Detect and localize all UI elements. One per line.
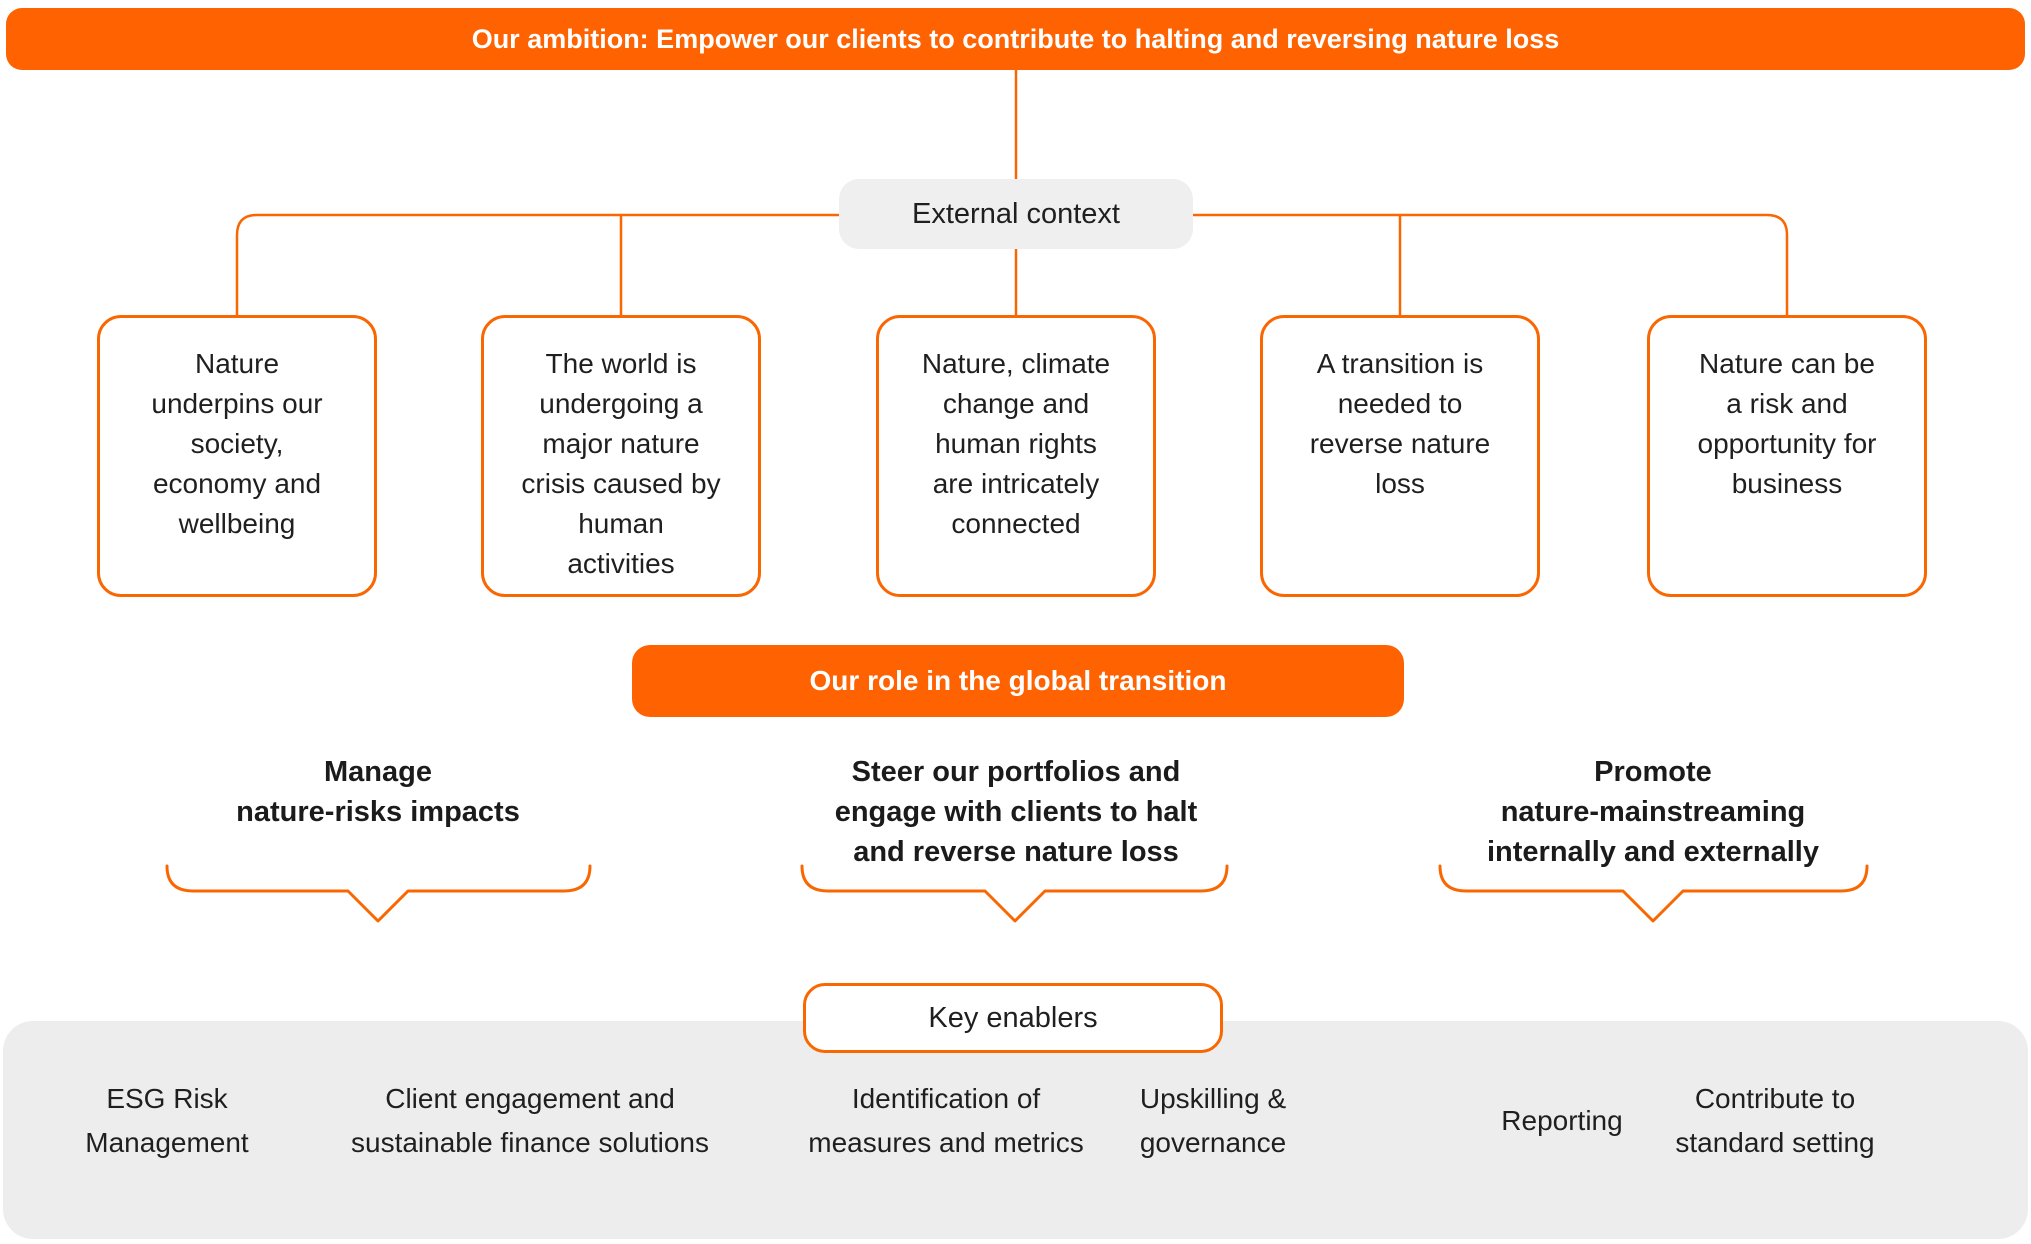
enabler-measures-metrics: Identification of measures and metrics xyxy=(808,1083,1084,1158)
brace-right xyxy=(1438,864,1869,923)
enabler-client-engagement: Client engagement and sustainable financ… xyxy=(350,1083,710,1158)
connector-left-run xyxy=(235,213,841,319)
context-box-transition-needed: A transition is needed to reverse nature… xyxy=(1260,315,1540,597)
role-heading-promote: Promote nature-mainstreaming internally … xyxy=(1486,756,1819,868)
enabler-upskilling-governance: Upskilling & governance xyxy=(1139,1083,1287,1158)
context-box-nature-underpins: Nature underpins our society, economy an… xyxy=(97,315,377,597)
brace-middle xyxy=(800,864,1229,923)
role-heading-steer: Steer our portfolios and engage with cli… xyxy=(834,756,1198,868)
context-box-intricately-connected: Nature, climate change and human rights … xyxy=(876,315,1156,597)
key-enablers-pill: Key enablers xyxy=(803,983,1223,1053)
brace-left xyxy=(165,864,592,923)
ambition-banner: Our ambition: Empower our clients to con… xyxy=(6,8,2025,70)
enabler-standard-setting: Contribute to standard setting xyxy=(1675,1083,1875,1158)
context-box-risk-opportunity: Nature can be a risk and opportunity for… xyxy=(1647,315,1927,597)
context-box-nature-crisis: The world is undergoing a major nature c… xyxy=(481,315,761,597)
external-context-pill: External context xyxy=(839,179,1193,249)
connector-right-run xyxy=(1191,213,1789,319)
role-banner: Our role in the global transition xyxy=(632,645,1404,717)
enabler-reporting: Reporting xyxy=(1501,1105,1623,1136)
key-enablers-panel xyxy=(3,1021,2028,1239)
enabler-esg-risk-management: ESG Risk Management xyxy=(85,1083,249,1158)
role-heading-manage: Manage nature-risks impacts xyxy=(236,756,520,828)
